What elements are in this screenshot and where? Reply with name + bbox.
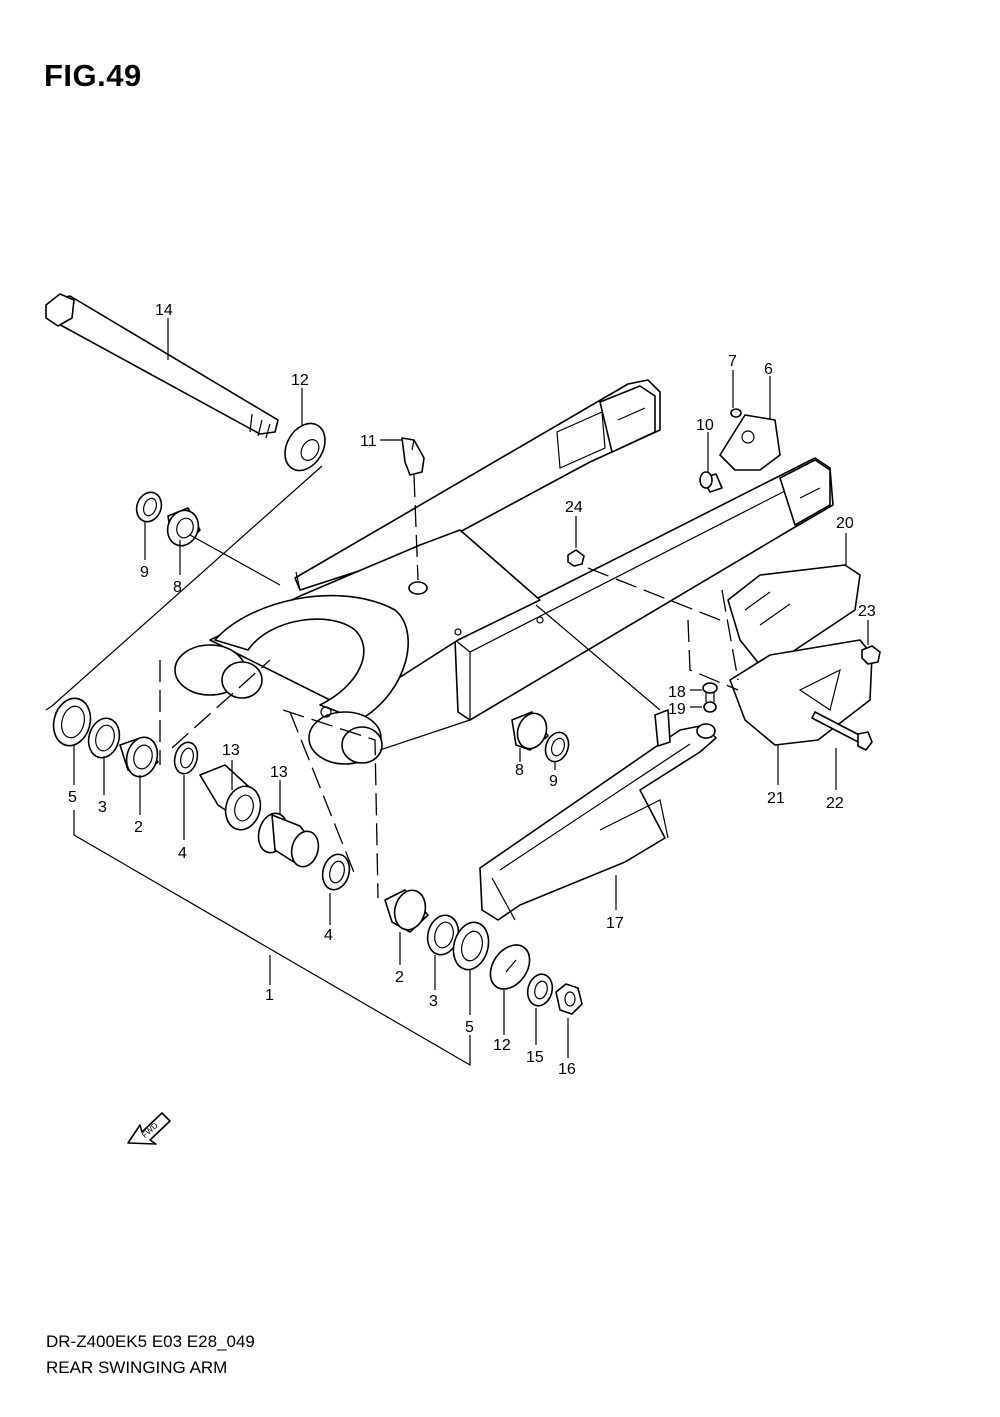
callout-5-left: 5 bbox=[68, 789, 77, 806]
callout-19: 19 bbox=[668, 701, 686, 718]
spacer-13-a bbox=[199, 764, 262, 831]
swingarm-body bbox=[174, 379, 834, 765]
model-code: DR-Z400EK5 E03 E28_049 bbox=[46, 1332, 255, 1351]
washer-15 bbox=[526, 973, 554, 1007]
seal-4-left bbox=[173, 741, 199, 775]
diagram-name: REAR SWINGING ARM bbox=[46, 1358, 228, 1377]
figure-title: FIG.49 bbox=[44, 58, 142, 93]
chain-buffer bbox=[479, 709, 717, 921]
nut-16 bbox=[555, 983, 583, 1015]
screw-7 bbox=[730, 408, 742, 418]
callout-12-lower: 12 bbox=[493, 1037, 511, 1054]
bearing-8-left bbox=[166, 507, 201, 547]
bolt-18 bbox=[702, 682, 718, 702]
callout-13-b: 13 bbox=[270, 764, 288, 781]
spacer-13-b bbox=[257, 812, 320, 868]
callout-17: 17 bbox=[606, 915, 624, 932]
seal-4-right bbox=[321, 853, 351, 891]
grease-nipple bbox=[401, 437, 425, 476]
callout-22: 22 bbox=[826, 795, 844, 812]
callout-2-left: 2 bbox=[134, 819, 143, 836]
alignment-lines bbox=[159, 474, 739, 899]
callout-21: 21 bbox=[767, 790, 785, 807]
plate-6 bbox=[719, 414, 781, 471]
callout-15: 15 bbox=[526, 1049, 544, 1066]
callout-7: 7 bbox=[728, 353, 737, 370]
fwd-arrow-icon: FWD bbox=[127, 1112, 171, 1145]
washer-3-right bbox=[426, 914, 460, 956]
dust-seal-5-right bbox=[452, 921, 490, 971]
nut-24 bbox=[567, 549, 585, 567]
callout-12-upper: 12 bbox=[291, 372, 309, 389]
callout-numbers: 14 12 11 9 8 5 3 2 4 13 13 4 1 2 3 5 12 … bbox=[68, 302, 876, 1078]
washer-12-lower bbox=[489, 944, 531, 990]
oil-seal-9-left bbox=[135, 491, 163, 523]
bolt-22 bbox=[811, 711, 873, 751]
dust-seal-5-left bbox=[52, 697, 92, 747]
callout-13-a: 13 bbox=[222, 742, 240, 759]
callout-16: 16 bbox=[558, 1061, 576, 1078]
callout-3-left: 3 bbox=[98, 799, 107, 816]
callout-10: 10 bbox=[696, 417, 714, 434]
callout-9-right: 9 bbox=[549, 773, 558, 790]
callout-24: 24 bbox=[565, 499, 583, 516]
washer-3-left bbox=[87, 717, 121, 759]
callout-6: 6 bbox=[764, 361, 773, 378]
callout-14: 14 bbox=[155, 302, 173, 319]
bolt-23 bbox=[861, 645, 881, 665]
bearing-8-right bbox=[511, 711, 549, 751]
chain-guide bbox=[727, 564, 873, 746]
callout-3-right: 3 bbox=[429, 993, 438, 1010]
oil-seal-9-right bbox=[544, 731, 570, 763]
callout-4-right: 4 bbox=[324, 927, 333, 944]
callout-2-right: 2 bbox=[395, 969, 404, 986]
bearing-2-left bbox=[119, 736, 159, 778]
callout-23: 23 bbox=[858, 603, 876, 620]
callout-5-right: 5 bbox=[465, 1019, 474, 1036]
bearing-2-right bbox=[384, 889, 429, 933]
callout-20: 20 bbox=[836, 515, 854, 532]
callout-9-left: 9 bbox=[140, 564, 149, 581]
bolt-10 bbox=[699, 471, 723, 493]
callout-8-right: 8 bbox=[515, 762, 524, 779]
callout-11: 11 bbox=[360, 433, 377, 450]
callout-1: 1 bbox=[265, 987, 274, 1004]
washer-12-upper bbox=[284, 422, 326, 472]
callout-8-left: 8 bbox=[173, 579, 182, 596]
callout-4-left: 4 bbox=[178, 845, 187, 862]
pivot-shaft bbox=[45, 293, 279, 439]
callout-leaders bbox=[45, 318, 869, 1067]
washer-19 bbox=[703, 701, 717, 713]
callout-18: 18 bbox=[668, 684, 686, 701]
